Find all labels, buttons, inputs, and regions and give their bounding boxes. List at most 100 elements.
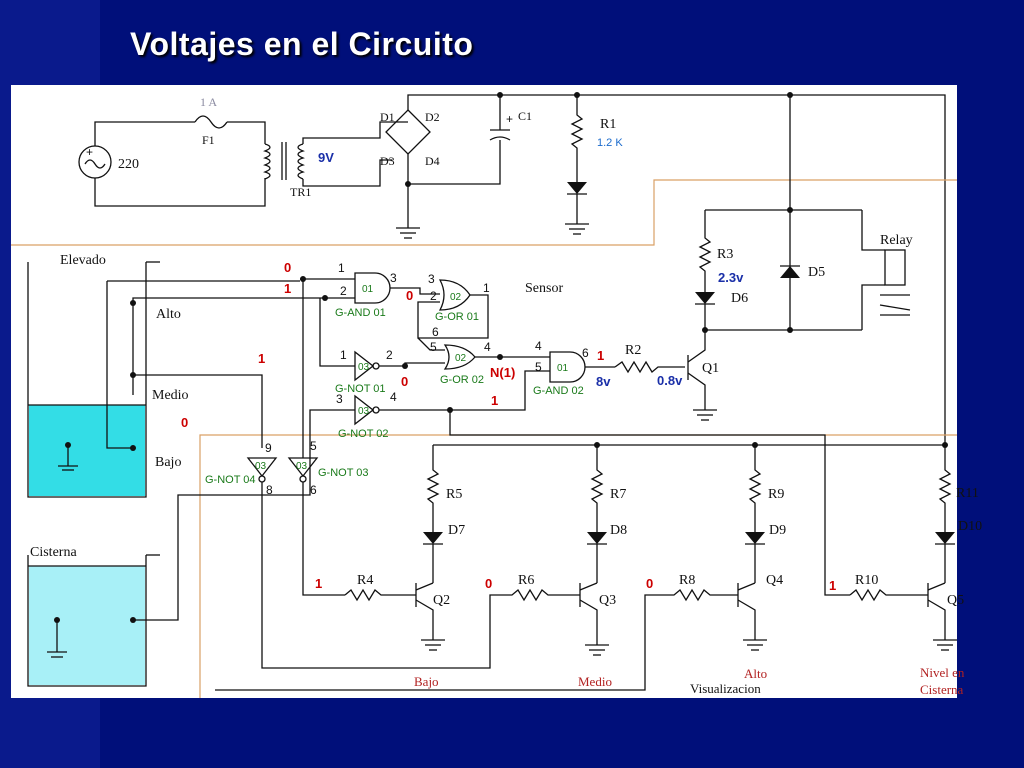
svg-text:02: 02: [455, 353, 467, 364]
svg-text:1: 1: [284, 281, 291, 296]
medio-label: Medio: [152, 388, 189, 403]
r9-resistor-icon: [748, 445, 762, 532]
r7-resistor-icon: [590, 445, 604, 532]
ac-source-icon: [78, 145, 112, 179]
bajo-label: Bajo: [155, 455, 181, 470]
svg-text:R3: R3: [717, 247, 733, 262]
and02-gate: [549, 351, 586, 383]
elevado-tank: [27, 262, 147, 498]
svg-text:Q4: Q4: [766, 573, 783, 588]
secondary-voltage-label: 9V: [318, 150, 334, 165]
fuse-rating-label: 1 A: [200, 95, 217, 109]
or02-gate: [443, 344, 476, 370]
cisterna-label: Cisterna: [30, 545, 77, 560]
level-indicators: R5 D7 1 R4 Q2 Bajo R7 D8 0 R6 Q3 Medio R…: [315, 442, 982, 697]
svg-text:R2: R2: [625, 343, 641, 358]
svg-text:R6: R6: [518, 573, 534, 588]
svg-text:+: +: [86, 145, 93, 159]
svg-text:G-OR 02: G-OR 02: [440, 374, 484, 386]
r11-resistor-icon: [938, 445, 952, 532]
circuit-panel: [11, 85, 957, 698]
svg-text:D1: D1: [380, 110, 395, 124]
svg-text:Relay: Relay: [880, 233, 913, 248]
svg-text:0: 0: [181, 415, 188, 430]
svg-text:0: 0: [284, 260, 291, 275]
svg-text:1: 1: [340, 348, 347, 362]
svg-text:6: 6: [432, 325, 439, 339]
svg-text:3: 3: [336, 392, 343, 406]
svg-text:D10: D10: [958, 519, 982, 534]
svg-text:5: 5: [310, 439, 317, 453]
svg-text:R7: R7: [610, 487, 626, 502]
or01-gate: [438, 279, 471, 311]
cisterna-water: [29, 566, 145, 685]
svg-text:Cisterna: Cisterna: [920, 682, 964, 697]
svg-text:03: 03: [358, 362, 370, 373]
svg-text:1: 1: [315, 576, 322, 591]
fuse-label: F1: [202, 133, 215, 147]
svg-text:03: 03: [296, 461, 308, 472]
alto-label: Alto: [156, 307, 181, 322]
svg-text:1: 1: [597, 348, 604, 363]
svg-text:Q3: Q3: [599, 593, 616, 608]
svg-text:0: 0: [401, 374, 408, 389]
svg-text:5: 5: [535, 360, 542, 374]
svg-text:Bajo: Bajo: [414, 674, 439, 689]
svg-text:6: 6: [310, 483, 317, 497]
r3-resistor-icon: [698, 210, 712, 292]
r6-resistor-icon: [500, 588, 580, 602]
svg-text:D5: D5: [808, 265, 825, 280]
svg-text:9: 9: [265, 441, 272, 455]
svg-text:01: 01: [362, 284, 374, 295]
svg-text:D9: D9: [769, 523, 786, 538]
svg-text:D8: D8: [610, 523, 627, 538]
svg-text:1: 1: [829, 578, 836, 593]
and01-gate: [354, 272, 391, 304]
svg-text:4: 4: [535, 339, 542, 353]
power-led-icon: [567, 182, 587, 194]
svg-text:0.8v: 0.8v: [657, 373, 683, 388]
svg-text:8: 8: [266, 483, 273, 497]
svg-text:3: 3: [428, 272, 435, 286]
svg-text:8v: 8v: [596, 374, 611, 389]
svg-text:G-NOT 02: G-NOT 02: [338, 428, 389, 440]
svg-text:D3: D3: [380, 154, 395, 168]
transformer-label: TR1: [290, 185, 311, 199]
d10-led-icon: [935, 532, 955, 544]
d7-led-icon: [423, 532, 443, 544]
d6-led-icon: [695, 292, 715, 304]
svg-text:2: 2: [386, 348, 393, 362]
mains-voltage-label: 220: [118, 157, 139, 172]
svg-text:D7: D7: [448, 523, 465, 538]
r1-value-label: 1.2 K: [597, 137, 623, 149]
r1-resistor-icon: [570, 95, 584, 182]
svg-text:0: 0: [485, 576, 492, 591]
r1-label: R1: [600, 117, 616, 132]
svg-text:R9: R9: [768, 487, 784, 502]
svg-text:2.3v: 2.3v: [718, 270, 744, 285]
svg-text:Medio: Medio: [578, 674, 612, 689]
d5-diode-icon: [780, 266, 800, 278]
relay-coil-icon: [884, 249, 906, 286]
svg-text:R4: R4: [357, 573, 373, 588]
svg-text:G-NOT 03: G-NOT 03: [318, 467, 369, 479]
svg-text:6: 6: [582, 346, 589, 360]
svg-text:Q2: Q2: [433, 593, 450, 608]
svg-text:D4: D4: [425, 154, 440, 168]
svg-text:G-NOT 01: G-NOT 01: [335, 383, 386, 395]
svg-text:01: 01: [557, 363, 569, 374]
not02-gate: [354, 394, 375, 426]
transformer-secondary-icon: [297, 143, 305, 180]
elevado-water: [29, 405, 145, 496]
svg-text:Visualizacion: Visualizacion: [690, 681, 761, 696]
svg-text:Q5: Q5: [947, 593, 964, 608]
svg-text:R5: R5: [446, 487, 462, 502]
fuse-icon: [194, 115, 228, 129]
svg-text:1: 1: [258, 351, 265, 366]
r4-resistor-icon: [344, 588, 416, 602]
svg-text:3: 3: [390, 271, 397, 285]
r5-resistor-icon: [426, 445, 440, 532]
svg-text:D6: D6: [731, 291, 748, 306]
not04-gate: [246, 457, 278, 478]
svg-text:0: 0: [406, 288, 413, 303]
